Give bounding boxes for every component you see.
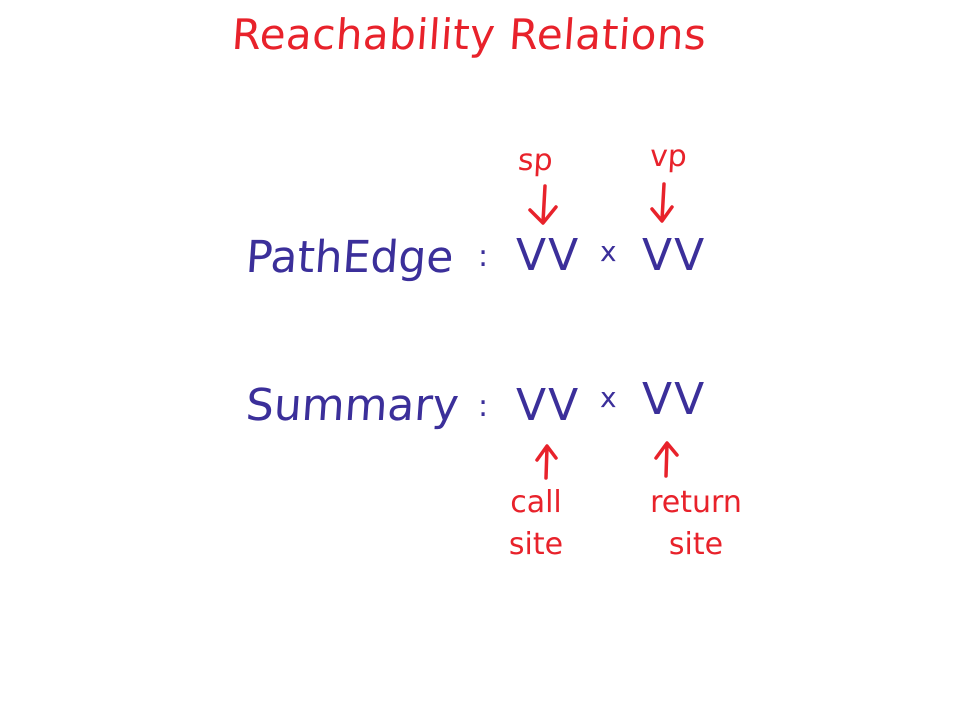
summary-colon: :	[478, 389, 489, 424]
annotation-return-line2: site	[668, 527, 724, 562]
annotation-return-line1: return	[650, 485, 742, 520]
arrow-down-sp	[528, 184, 558, 225]
annotation-call-site: call site	[486, 482, 586, 566]
pathedge-times: x	[600, 235, 617, 268]
pathedge-colon: :	[478, 239, 489, 274]
pathedge-left-vv: VV	[516, 230, 581, 281]
arrow-down-vp	[650, 182, 674, 223]
arrow-up-return-site	[654, 441, 679, 478]
pathedge-right-vv: VV	[642, 230, 707, 281]
annotation-call-line1: call	[510, 485, 562, 520]
annotation-return-site: return site	[636, 482, 756, 566]
summary-right-vv: VV	[642, 374, 707, 425]
summary-left-vv: VV	[516, 380, 581, 431]
arrow-up-call-site	[535, 444, 558, 480]
annotation-call-line2: site	[508, 527, 564, 562]
summary-times: x	[600, 381, 617, 414]
